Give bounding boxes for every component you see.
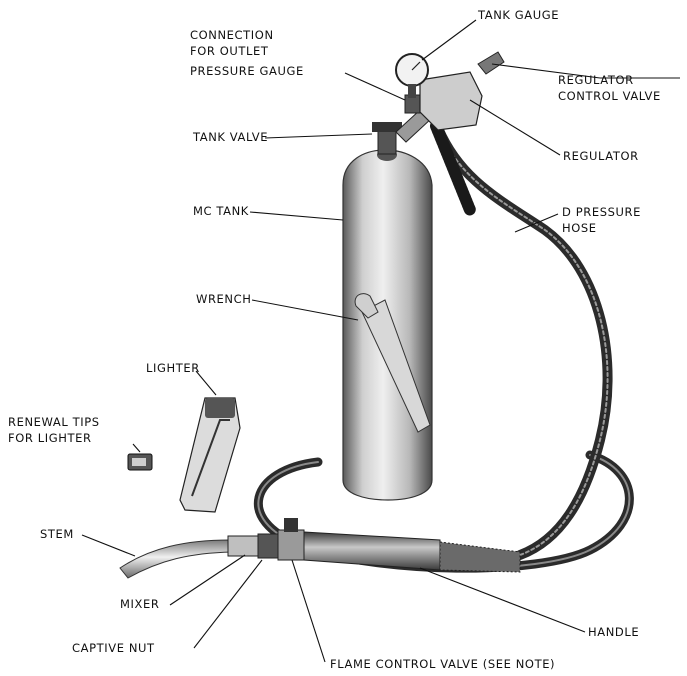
callout-labels: TANK GAUGE CONNECTION FOR OUTLET PRESSUR… bbox=[8, 8, 661, 671]
label-connection-3: PRESSURE GAUGE bbox=[190, 64, 304, 78]
label-lighter: LIGHTER bbox=[146, 361, 200, 375]
label-connection-1: CONNECTION bbox=[190, 28, 274, 42]
label-captive-nut: CAPTIVE NUT bbox=[72, 641, 155, 655]
label-wrench: WRENCH bbox=[196, 292, 252, 306]
label-mc-tank: MC TANK bbox=[193, 204, 249, 218]
label-regulator-control-1: REGULATOR bbox=[558, 73, 634, 87]
label-regulator: REGULATOR bbox=[563, 149, 639, 163]
label-mixer: MIXER bbox=[120, 597, 159, 611]
lighter bbox=[180, 398, 240, 512]
label-d-pressure-1: D PRESSURE bbox=[562, 205, 641, 219]
renewal-tips bbox=[128, 454, 152, 470]
label-renewal-1: RENEWAL TIPS bbox=[8, 415, 100, 429]
d-pressure-hose bbox=[436, 126, 608, 555]
label-tank-gauge: TANK GAUGE bbox=[477, 8, 559, 22]
torch bbox=[120, 518, 520, 578]
label-d-pressure-2: HOSE bbox=[562, 221, 597, 235]
label-connection-2: FOR OUTLET bbox=[190, 44, 269, 58]
label-tank-valve: TANK VALVE bbox=[192, 130, 268, 144]
label-renewal-2: FOR LIGHTER bbox=[8, 431, 92, 445]
label-flame-control: FLAME CONTROL VALVE (SEE NOTE) bbox=[330, 657, 555, 671]
label-handle: HANDLE bbox=[588, 625, 639, 639]
label-regulator-control-2: CONTROL VALVE bbox=[558, 89, 661, 103]
label-stem: STEM bbox=[40, 527, 74, 541]
